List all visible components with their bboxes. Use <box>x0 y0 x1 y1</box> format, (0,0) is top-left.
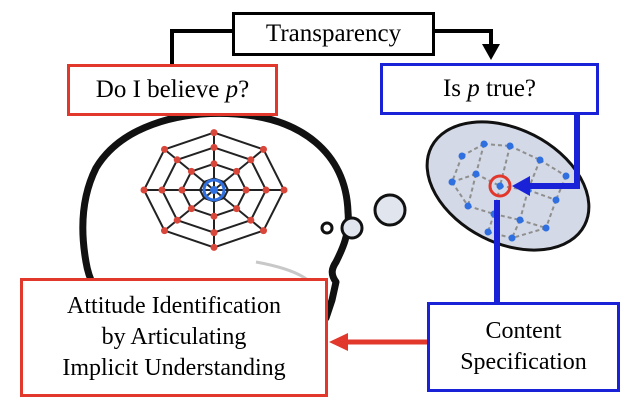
head-outline-icon <box>79 109 352 364</box>
web-node <box>178 186 186 194</box>
web-node <box>158 186 166 194</box>
arrowhead-to-attitude <box>329 333 348 351</box>
web-node <box>210 229 218 237</box>
web-node <box>140 186 148 194</box>
web-node <box>242 186 250 194</box>
content-specification-box: Content Specification <box>427 302 620 392</box>
content-node <box>516 216 524 224</box>
truth-question-text: Is p true? <box>443 75 536 103</box>
attitude-line-2: by Articulating <box>101 324 247 350</box>
content-edge <box>545 199 557 229</box>
content-edge <box>467 173 477 207</box>
web-node <box>187 167 195 175</box>
belief-question-variable: p <box>225 76 239 103</box>
web-node <box>210 129 218 137</box>
web-node <box>161 145 168 153</box>
content-node <box>506 142 514 150</box>
web-node <box>210 143 218 151</box>
truth-question-suffix: true? <box>479 75 537 102</box>
content-edge <box>451 181 469 207</box>
content-node <box>552 196 560 204</box>
arrowhead-right-question <box>482 44 500 60</box>
content-edge <box>539 159 567 177</box>
content-node <box>472 170 480 178</box>
content-node <box>480 140 488 148</box>
thought-bubble-medium <box>340 216 364 240</box>
content-ellipse <box>425 120 591 252</box>
arrow-right-question-to-node <box>528 115 580 189</box>
content-edge <box>555 175 567 201</box>
content-edge <box>493 213 521 221</box>
web-node <box>247 156 255 164</box>
content-line-1: Content <box>485 318 562 344</box>
web-node <box>210 212 218 220</box>
truth-question-prefix: Is <box>442 75 468 102</box>
content-node <box>508 234 516 242</box>
attitude-line-3: Implicit Understanding <box>62 355 286 381</box>
content-edge <box>511 227 547 239</box>
attitude-identification-box: Attitude Identification by Articulating … <box>20 278 328 397</box>
content-edge <box>467 205 495 215</box>
attitude-line-1: Attitude Identification <box>67 293 281 319</box>
belief-question-box: Do I believe p? <box>67 64 278 116</box>
thought-bubble-icon <box>320 193 407 240</box>
web-node <box>247 216 255 224</box>
web-node <box>280 186 288 194</box>
connector-to-left-question <box>170 29 232 64</box>
content-edge <box>527 189 557 201</box>
content-edge <box>509 145 541 161</box>
content-node <box>562 172 570 180</box>
truth-question-box: Is p true? <box>380 63 599 115</box>
web-node <box>173 216 181 224</box>
web-node <box>260 227 267 235</box>
web-node <box>161 227 168 235</box>
belief-question-suffix: ? <box>238 76 250 103</box>
belief-question-text: Do I believe p? <box>96 76 249 104</box>
content-node <box>448 178 456 186</box>
web-node <box>210 243 218 251</box>
content-edge <box>519 189 529 221</box>
transparency-connectors <box>170 29 493 64</box>
connector-to-right-question <box>435 29 493 46</box>
content-node <box>464 202 472 210</box>
web-node <box>262 186 270 194</box>
web-node <box>233 205 241 213</box>
transparency-box: Transparency <box>232 12 435 56</box>
thought-bubble-large <box>373 193 407 227</box>
arrowhead-to-node <box>512 176 530 196</box>
web-highlight-ring <box>202 178 226 202</box>
truth-question-variable: p <box>467 75 480 102</box>
content-node <box>496 182 504 190</box>
content-edge <box>475 143 485 175</box>
content-edge <box>527 159 541 191</box>
web-center-node <box>210 186 218 194</box>
web-node <box>260 145 267 153</box>
web-node <box>210 160 218 168</box>
content-edge <box>475 173 501 187</box>
content-edge <box>451 155 463 183</box>
content-node <box>484 228 492 236</box>
thought-bubble-small <box>320 221 334 235</box>
highlighted-content-node <box>488 174 512 198</box>
content-node <box>536 156 544 164</box>
content-edge <box>519 219 547 229</box>
transparency-label: Transparency <box>265 20 402 47</box>
web-node <box>187 205 195 213</box>
web-node <box>233 167 241 175</box>
web-network-icon <box>140 129 288 251</box>
content-node <box>542 224 550 232</box>
content-edge <box>483 143 511 147</box>
belief-question-prefix: Do I believe <box>95 76 226 103</box>
content-network-icon <box>448 140 570 242</box>
content-edge <box>451 173 477 183</box>
web-node <box>173 156 181 164</box>
content-node <box>458 152 466 160</box>
content-line-2: Specification <box>460 349 587 375</box>
